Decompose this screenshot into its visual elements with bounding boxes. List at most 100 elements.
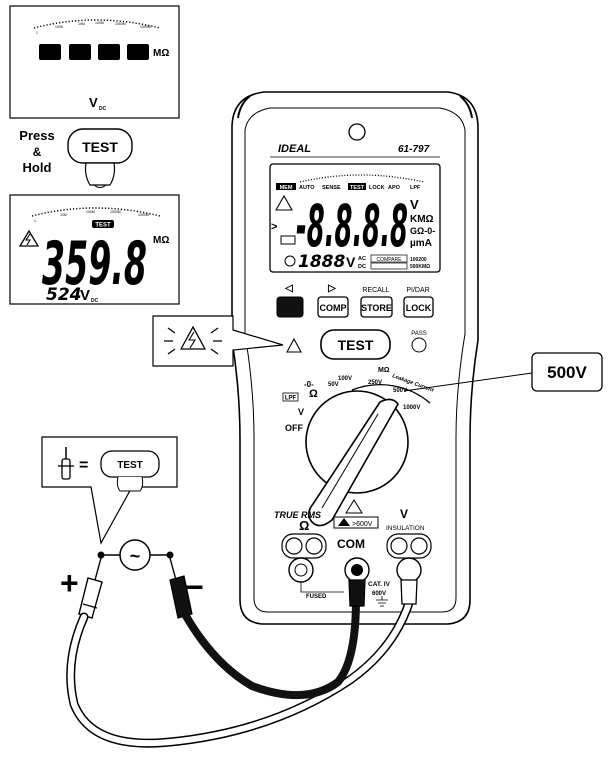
dial-ohm: Ω (309, 388, 318, 400)
panel-resistance-reading: 1 10M 100M 1000M 1000M TEST 359.8 MΩ 524… (9, 194, 180, 305)
scale-tick: 1000M (140, 25, 151, 29)
press-hold-instruction: Press & Hold TEST (19, 128, 133, 188)
red-probe (78, 577, 103, 619)
meter-test-label: TEST (338, 337, 374, 353)
model-number: 61-797 (398, 144, 430, 155)
jack-ohm-a[interactable] (285, 537, 303, 555)
red-lead-wire (67, 597, 413, 747)
auto-label: AUTO (299, 185, 315, 191)
jack-v-b[interactable] (410, 537, 428, 555)
fused-label: FUSED (306, 594, 327, 600)
test-indicator: TEST (350, 185, 365, 191)
node-plus (97, 551, 105, 559)
node-minus (166, 551, 174, 559)
press-text: Press (19, 128, 54, 143)
test-badge (92, 220, 114, 228)
main-unit: MΩ (153, 235, 169, 246)
input-jacks: TRUE RMS Ω >600V V INSULATION COM FUSED … (274, 499, 432, 607)
sense-label: SENSE (322, 185, 341, 191)
main-reading: 359.8 (42, 229, 147, 299)
lcd-chevron: > (271, 221, 277, 233)
hold-text: Hold (23, 160, 52, 175)
jack-ohm-b[interactable] (305, 537, 323, 555)
cat-label: CAT. IV (368, 581, 391, 588)
pass-label: PASS (411, 331, 427, 337)
dash-block (127, 44, 149, 60)
callout-500v-label: 500V (547, 363, 587, 382)
scale-tick: 100M (86, 210, 95, 214)
flashing-warning-icon (179, 325, 207, 350)
dial-1000v: 1000V (403, 405, 420, 411)
dial-250v: 250V (368, 380, 382, 386)
lcd-sub-unit: V (346, 254, 356, 270)
brand-logo: IDEAL (278, 143, 311, 155)
lcd-sub-digits: 1888 (298, 252, 345, 272)
jack-v-a[interactable] (390, 537, 408, 555)
dial-off: OFF (285, 423, 303, 433)
meter-lcd: MEM AUTO SENSE TEST LOCK APO LPF > -8.8.… (269, 163, 441, 273)
warning-icon (18, 229, 40, 247)
sub-unit: V (80, 287, 90, 304)
test-button-label: TEST (82, 139, 118, 155)
lock-button[interactable] (403, 296, 434, 318)
jack-warning-label: >600V (352, 521, 373, 528)
warning-callout (152, 315, 284, 367)
right-arrow-icon: ▷ (327, 283, 337, 294)
scale-tick: 1 (36, 31, 38, 35)
continuity-icon: -0- (304, 380, 314, 389)
scale-tick: 10M (60, 213, 67, 217)
jack-ohm-label: Ω (299, 518, 309, 533)
equals-sign: = (79, 457, 88, 474)
ac-source-icon: ~ (130, 546, 141, 566)
black-probe (169, 575, 193, 619)
true-rms-label: TRUE RMS (274, 510, 321, 520)
recall-label: RECALL (362, 287, 389, 294)
meter-buttons: ◁ ▷ RECALL PI/DAR COMP STORE LOCK TEST P… (276, 283, 434, 360)
black-lead-plug (348, 579, 366, 607)
pass-led (411, 337, 427, 353)
dash-block (98, 44, 120, 60)
left-arrow-icon: ◁ (284, 283, 293, 294)
scale-tick: 1000M (138, 213, 149, 217)
callout-500v: 500V (403, 352, 603, 392)
jack-v[interactable] (396, 557, 422, 583)
lpf-indicator: LPF (410, 185, 421, 191)
range-tag-2: 500KMΩ (410, 264, 430, 270)
mode-sub-label: DC (99, 106, 107, 112)
dial-50v: 50V (328, 382, 339, 388)
sub-unit-dc: DC (91, 298, 99, 304)
dial-pointer (307, 398, 399, 527)
dial-v: V (298, 407, 304, 417)
mode-label: V (89, 95, 98, 110)
dial-lpf: LPF (285, 396, 297, 402)
store-button-label: STORE (361, 303, 392, 313)
dash-block (39, 44, 61, 60)
lcd-warning-icon (275, 194, 293, 211)
battery-icon (280, 235, 296, 245)
compare-tag: COMPARE (377, 257, 403, 263)
scale-tick: 10M (78, 22, 85, 26)
test-badge-label: TEST (95, 223, 111, 229)
plus-sign: + (60, 565, 79, 601)
probe-callout: = TEST (41, 436, 178, 545)
comp-button[interactable] (317, 296, 349, 318)
timer-icon (284, 255, 296, 267)
apo-indicator: APO (388, 185, 401, 191)
rotary-dial: MΩ Leakage Current 100V 250V 50V 500V 10… (282, 367, 435, 527)
dial-500v: 500V (393, 388, 407, 394)
scale-tick: 100M (95, 21, 104, 25)
meter-test-button[interactable] (320, 329, 391, 360)
finger-icon (84, 162, 116, 186)
lock-button-label: LOCK (406, 303, 432, 313)
store-button[interactable] (360, 296, 393, 318)
backlight-button[interactable] (276, 296, 304, 318)
hanger-hole (348, 123, 366, 141)
sub-reading: 524 (46, 285, 82, 305)
test-leads (66, 557, 418, 748)
scale-tick: 1000M (115, 22, 126, 26)
lcd-unit-uma: µmA (410, 238, 432, 249)
lcd-sub-dc: DC (358, 264, 366, 270)
meter-warning-icon (286, 337, 302, 353)
probe-tip-icon (61, 458, 71, 480)
dash-block (69, 44, 91, 60)
